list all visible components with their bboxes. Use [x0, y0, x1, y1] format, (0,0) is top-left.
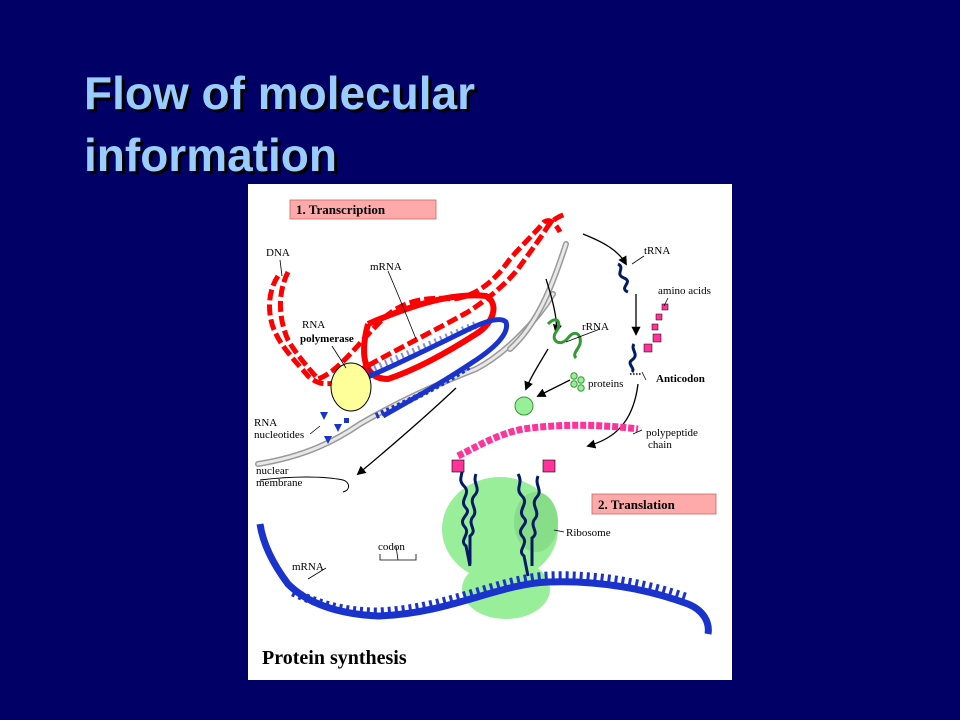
- mrna-transcript: [355, 317, 510, 419]
- small-subunit: [514, 396, 534, 416]
- protein-synthesis-figure: 1. Transcription 2. Translation: [248, 184, 732, 680]
- label-proteins: proteins: [588, 378, 623, 390]
- label-polymerase: polymerase: [300, 333, 354, 345]
- step2-label: 2. Translation: [598, 497, 676, 512]
- protein-dots: [570, 372, 585, 392]
- label-rrna: rRNA: [582, 321, 609, 333]
- label-dna: DNA: [266, 247, 290, 259]
- rrna-strand: [546, 318, 582, 360]
- label-mrna-top: mRNA: [370, 261, 402, 273]
- docked-trnas: [451, 459, 556, 577]
- title-line-1: Flow of molecular: [84, 67, 476, 119]
- rna-nucleotides-icons: [320, 412, 349, 444]
- label-rna-nucleotides-2: nucleotides: [254, 429, 304, 441]
- label-mrna-bottom: mRNA: [292, 561, 324, 573]
- label-nuclear-membrane-2: membrane: [256, 477, 303, 489]
- label-trna: tRNA: [644, 245, 670, 257]
- amino-acid-squares: [651, 303, 669, 343]
- figure-caption: Protein synthesis: [262, 647, 407, 669]
- label-anticodon: Anticodon: [656, 373, 705, 385]
- label-nuclear-membrane-1: nuclear: [256, 465, 289, 477]
- step1-label: 1. Transcription: [296, 202, 386, 217]
- label-rna: RNA: [302, 319, 325, 331]
- title-line-2: information: [84, 129, 337, 181]
- label-ribosome: Ribosome: [566, 527, 611, 539]
- protein-synthesis-diagram: 1. Transcription 2. Translation: [254, 199, 717, 669]
- label-polypeptide-1: polypeptide: [646, 427, 698, 439]
- polypeptide-chain: [456, 421, 639, 460]
- label-rna-nucleotides-1: RNA: [254, 417, 277, 429]
- charged-trna: [628, 343, 653, 375]
- step2-header: 2. Translation: [591, 493, 717, 515]
- step1-header: 1. Transcription: [289, 199, 437, 220]
- slide-title: Flow of molecular information: [84, 62, 684, 186]
- label-codon: codon: [378, 541, 405, 553]
- trna-strand: [617, 262, 629, 294]
- dna-helix: [267, 211, 567, 387]
- mrna-on-ribosome: [256, 523, 712, 635]
- label-polypeptide-2: chain: [648, 439, 672, 451]
- rna-polymerase-blob: [330, 362, 372, 412]
- label-amino-acids: amino acids: [658, 285, 711, 297]
- codon-bases: [291, 571, 690, 617]
